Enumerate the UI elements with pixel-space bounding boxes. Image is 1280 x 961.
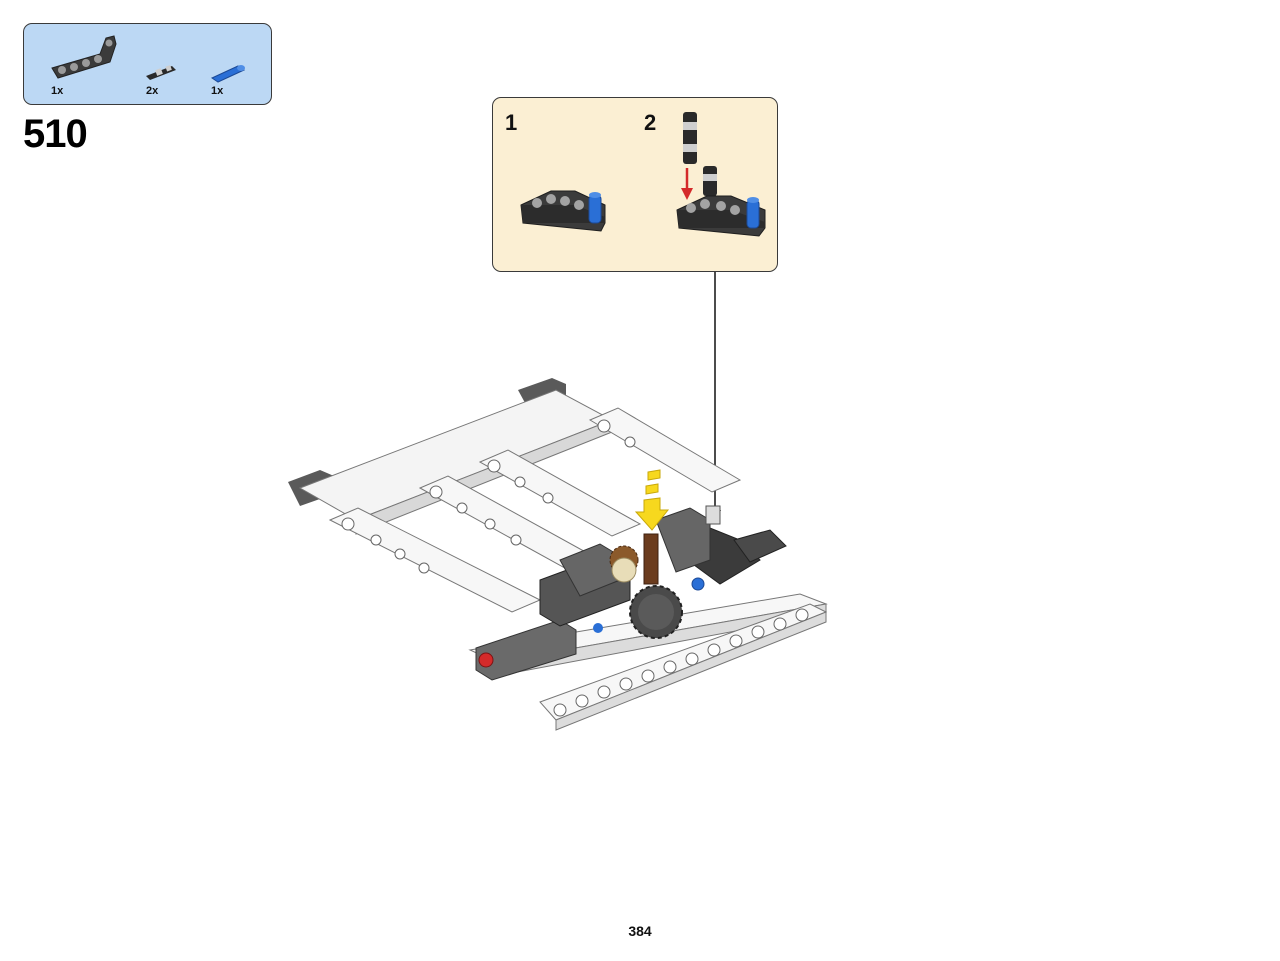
- parts-list-box: 1x 2x 1x: [23, 23, 272, 105]
- step-number: 510: [23, 112, 88, 156]
- part-qty-blue-axle-pin: 1x: [211, 85, 224, 97]
- sub-step-number-2: 2: [644, 110, 657, 135]
- part-item-blue-axle-pin: [208, 60, 250, 84]
- sub-step-number-1: 1: [505, 110, 518, 135]
- sub-step-2-illustration: [676, 112, 766, 237]
- blue-axle-pin-icon: [210, 65, 246, 83]
- sub-step-1-illustration: [520, 190, 606, 232]
- part-qty-angled-beam: 1x: [51, 85, 64, 97]
- angled-beam-icon: [51, 35, 117, 79]
- part-item-angled-beam: [48, 30, 118, 82]
- sub-assembly-callout: 1 2: [492, 97, 778, 272]
- part-qty-connector-pin: 2x: [146, 85, 159, 97]
- page-number: 384: [628, 923, 652, 939]
- connector-pin-icon: [146, 65, 176, 80]
- part-item-connector-pin: [142, 60, 182, 82]
